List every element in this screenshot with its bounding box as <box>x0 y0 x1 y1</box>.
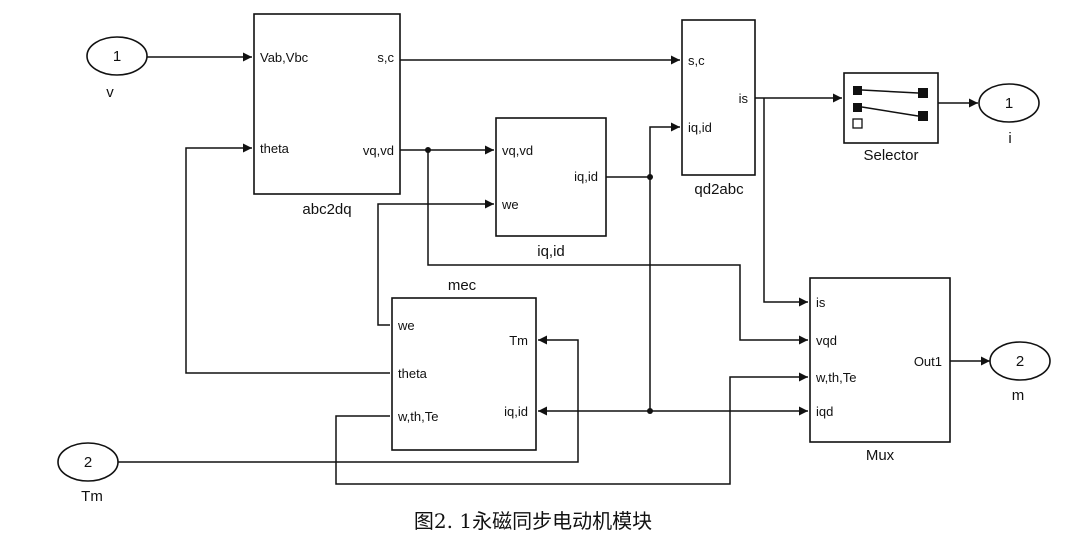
line-we-feedback <box>377 199 494 326</box>
signal-lines <box>118 52 990 485</box>
port-vqvd: vq,vd <box>363 143 394 158</box>
block-iqid-name: iq,id <box>537 243 565 260</box>
port-theta: theta <box>260 141 290 156</box>
line-is-to-mux <box>763 98 808 307</box>
port-wthte-mux: w,th,Te <box>815 370 856 385</box>
inport-tm-label: Tm <box>81 488 103 505</box>
line-theta-feedback <box>185 143 390 374</box>
selector-route-2 <box>861 106 919 117</box>
selector-output-2-icon <box>918 111 928 121</box>
port-out1: Out1 <box>914 354 942 369</box>
selector-input-3-icon <box>852 118 863 129</box>
port-iqid-in: iq,id <box>688 120 712 135</box>
block-qd2abc[interactable]: s,c iq,id is qd2abc <box>681 19 756 198</box>
outport-m[interactable]: 2 m <box>989 341 1051 404</box>
selector-route-1 <box>861 89 919 94</box>
port-vab-vbc: Vab,Vbc <box>260 50 309 65</box>
inport-v-number: 1 <box>113 48 121 65</box>
port-iqd-mux: iqd <box>816 404 833 419</box>
block-selector[interactable]: Selector <box>843 72 939 164</box>
port-vqvd-in: vq,vd <box>502 143 533 158</box>
port-iqid-out: iq,id <box>574 169 598 184</box>
inport-tm[interactable]: 2 Tm <box>57 442 119 505</box>
line-iqid-out <box>606 122 680 178</box>
port-is: is <box>739 91 749 106</box>
simulink-diagram: 1 v 2 Tm 1 i 2 m Vab,Vbc theta s,c vq,vd… <box>57 13 1051 505</box>
block-mux[interactable]: is vqd w,th,Te iqd Out1 Mux <box>809 277 951 464</box>
block-qd2abc-name: qd2abc <box>694 181 744 198</box>
block-iqid[interactable]: vq,vd we iq,id iq,id <box>495 117 607 260</box>
line-tm <box>118 335 579 463</box>
outport-m-number: 2 <box>1016 353 1024 370</box>
selector-input-2-icon <box>853 103 862 112</box>
port-wthte-out: w,th,Te <box>397 409 438 424</box>
line-vqvd-to-mux <box>427 150 808 345</box>
block-mec[interactable]: we theta w,th,Te Tm iq,id mec <box>391 277 537 451</box>
port-we: we <box>501 197 519 212</box>
outport-m-label: m <box>1012 387 1025 404</box>
port-iqid-mec: iq,id <box>504 404 528 419</box>
block-mec-name: mec <box>448 277 477 294</box>
outport-i[interactable]: 1 i <box>978 83 1040 147</box>
inport-tm-number: 2 <box>84 454 92 471</box>
port-tm-in: Tm <box>509 333 528 348</box>
port-sc: s,c <box>377 50 394 65</box>
port-vqd-mux: vqd <box>816 333 837 348</box>
selector-input-1-icon <box>853 86 862 95</box>
junction-dot <box>647 408 653 414</box>
inport-v-label: v <box>106 84 114 101</box>
port-we-out: we <box>397 318 415 333</box>
junction-dot <box>425 147 431 153</box>
outport-i-label: i <box>1008 130 1011 147</box>
junction-dot <box>647 174 653 180</box>
inport-v[interactable]: 1 v <box>86 36 148 101</box>
block-mux-name: Mux <box>866 447 895 464</box>
outport-i-number: 1 <box>1005 95 1013 112</box>
figure-caption: 图2. 1永磁同步电动机模块 <box>413 509 653 533</box>
block-abc2dq-name: abc2dq <box>302 201 351 218</box>
selector-output-1-icon <box>918 88 928 98</box>
port-sc-in: s,c <box>688 53 705 68</box>
block-selector-name: Selector <box>863 147 918 164</box>
line-wthte <box>335 372 808 485</box>
block-abc2dq[interactable]: Vab,Vbc theta s,c vq,vd abc2dq <box>253 13 401 218</box>
port-is-mux: is <box>816 295 826 310</box>
port-theta-out: theta <box>398 366 428 381</box>
